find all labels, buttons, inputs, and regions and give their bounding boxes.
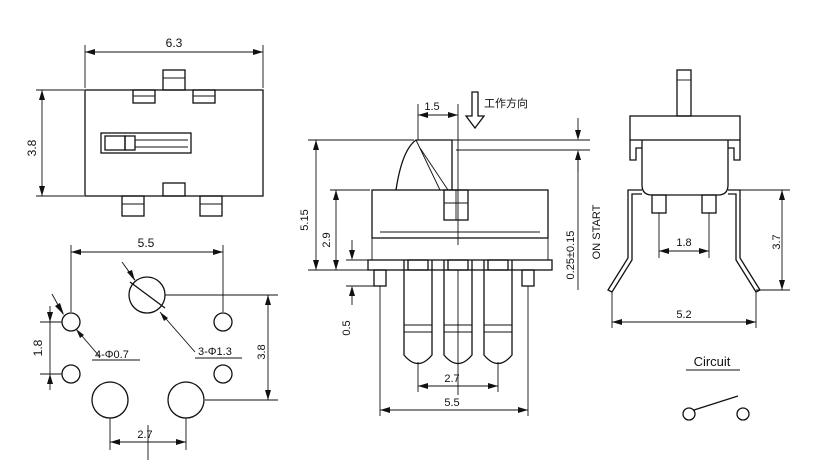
pcb-large-hole-right [167, 381, 205, 419]
side-base [367, 259, 553, 271]
side-view: 工作方向 1.5 5.15 2.9 0.5 [299, 91, 603, 416]
pcb-small-holes-note: 4-Φ0.7 [95, 349, 129, 361]
bottom-right-tab [199, 195, 223, 217]
bottom-left-tab [121, 195, 145, 217]
pcb-small-hole-tr [213, 312, 233, 332]
end-pin-left [607, 189, 642, 293]
on-start-label: ON START [591, 204, 603, 259]
top-view: 6.3 3.8 [25, 36, 264, 217]
pcb-large-holes-note: 3-Φ1.3 [198, 346, 232, 358]
top-left-tab [132, 89, 156, 104]
side-body-dim: 2.9 [321, 232, 333, 247]
end-top-bar [629, 115, 741, 141]
side-stroke-dim: 0.25±0.15 [565, 231, 577, 280]
side-top-dim: 1.5 [424, 101, 439, 113]
side-pin-left [403, 260, 433, 365]
side-height-dim: 5.15 [299, 209, 311, 230]
side-width-dim: 5.5 [444, 397, 459, 409]
top-body-outline [84, 89, 264, 197]
circuit-terminal-right [736, 407, 750, 421]
top-height-dim: 3.8 [25, 139, 39, 156]
pcb-small-hole-br [213, 364, 233, 384]
side-pin-right [483, 260, 513, 365]
pcb-pitch-y-dim: 1.8 [31, 339, 45, 356]
end-view: 1.8 3.7 5.2 [607, 69, 790, 328]
direction-arrow-icon [464, 91, 486, 130]
slider-window [100, 132, 192, 154]
top-center-tab [162, 69, 186, 91]
direction-label: 工作方向 [484, 96, 528, 110]
end-body [641, 140, 729, 196]
pcb-bottom-dim: 2.7 [137, 429, 152, 441]
pcb-pitch-x-dim: 5.5 [138, 236, 155, 250]
circuit-title: Circuit [694, 354, 731, 369]
pcb-right-dim: 3.8 [256, 344, 268, 359]
top-width-dim: 6.3 [166, 36, 183, 50]
circuit-terminal-left [682, 407, 696, 421]
end-pin-pitch-dim: 1.8 [676, 237, 691, 249]
circuit-symbol: Circuit [682, 354, 750, 421]
side-pin-pitch-dim: 2.7 [444, 373, 459, 385]
pcb-large-hole-left [91, 381, 129, 419]
top-right-tab [192, 89, 216, 104]
end-width-dim: 5.2 [676, 309, 691, 321]
pcb-small-hole-tl [61, 312, 81, 332]
bottom-center-tab [162, 182, 186, 197]
end-height-dim: 3.7 [771, 234, 783, 249]
pcb-small-hole-bl [61, 364, 81, 384]
side-actuator [395, 139, 453, 191]
side-body [371, 189, 549, 239]
circuit-switch-blade [693, 395, 739, 411]
end-actuator [676, 69, 692, 117]
end-pin-right [728, 189, 761, 293]
side-gap-dim: 0.5 [341, 320, 353, 335]
pcb-layout: 5.5 1.8 4-Φ0.7 3-Φ1.3 3.8 [31, 236, 278, 460]
